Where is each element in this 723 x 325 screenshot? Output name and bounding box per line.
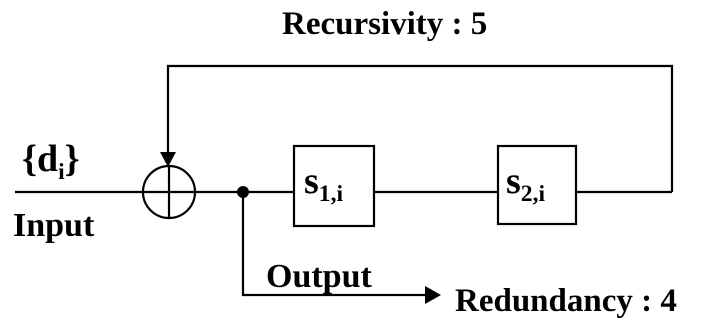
input-symbol: {di} bbox=[22, 138, 80, 183]
input-symbol-subscript: i bbox=[58, 158, 65, 185]
register-1-label: s1,i bbox=[304, 160, 343, 205]
redundancy-label: Redundancy : 4 bbox=[455, 283, 677, 319]
output-branch-line bbox=[241, 192, 427, 297]
register-2-base: s bbox=[506, 160, 521, 202]
input-symbol-open-brace: { bbox=[22, 138, 37, 180]
input-symbol-close-brace: } bbox=[64, 138, 80, 180]
feedback-arrowhead-icon bbox=[160, 152, 176, 167]
junction-dot-icon bbox=[237, 186, 249, 198]
recursivity-label: Recursivity : 5 bbox=[282, 6, 488, 42]
register-1-subscript: 1,i bbox=[318, 180, 343, 207]
register-box-1 bbox=[292, 144, 376, 228]
register-box-2 bbox=[496, 144, 578, 226]
feedback-loop-line bbox=[166, 64, 674, 192]
register-2-subscript: 2,i bbox=[520, 180, 545, 207]
output-label: Output bbox=[266, 258, 372, 295]
input-symbol-base: d bbox=[36, 138, 59, 180]
redundancy-arrowhead-icon bbox=[425, 286, 441, 304]
register-1-base: s bbox=[304, 160, 319, 202]
register-2-label: s2,i bbox=[506, 160, 545, 205]
input-label: Input bbox=[13, 207, 95, 244]
